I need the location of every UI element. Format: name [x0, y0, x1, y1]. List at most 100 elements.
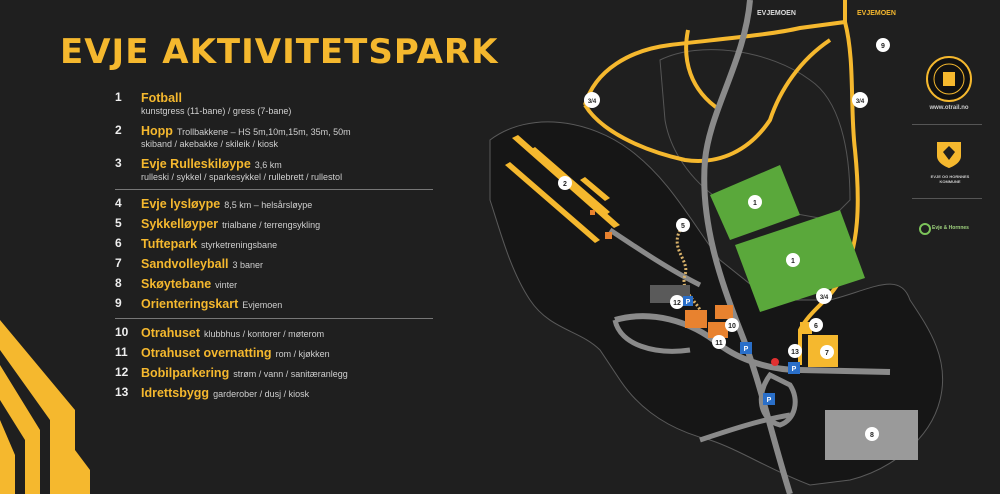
loop-road	[612, 319, 691, 354]
parking-icon: P	[740, 342, 752, 354]
trail-marker-3-4: 3/4	[852, 92, 868, 108]
parking-icon: P	[763, 393, 775, 405]
main-road	[701, 0, 793, 494]
parking-label: P	[686, 299, 691, 306]
legend-description: 8,5 km – helsårsløype	[224, 200, 313, 210]
marker-number: 6	[814, 323, 818, 330]
legend-name: Fotball	[141, 91, 182, 105]
marker-number: 13	[791, 349, 799, 356]
road-label-evjemoen: EVJEMOEN	[857, 10, 896, 17]
marker-number: 9	[881, 43, 885, 50]
trail-marker-label: 3/4	[820, 295, 829, 301]
marker-1: 1	[748, 195, 762, 209]
legend-number: 6	[115, 236, 122, 250]
legend-name: Sykkelløyper	[141, 217, 219, 231]
legend-number: 9	[115, 296, 122, 310]
partner-logo-icon	[919, 223, 931, 235]
football-field-7	[735, 210, 865, 312]
trail-marker-label: 3/4	[856, 99, 865, 105]
legend-divider	[115, 318, 433, 319]
info-point	[771, 358, 779, 366]
parking-loop	[758, 371, 798, 428]
marker-10: 10	[725, 318, 739, 332]
trail-marker-label: 3/4	[588, 99, 597, 105]
otrahuset-building	[685, 305, 733, 338]
marker-8: 8	[865, 427, 879, 441]
marker-number: 12	[673, 300, 681, 307]
legend-number: 12	[115, 365, 129, 379]
marker-number: 10	[728, 323, 736, 330]
legend-name: Sandvolleyball	[141, 257, 229, 271]
partner-name: Evje & Hornnes	[932, 225, 969, 231]
trail-marker-3-4: 3/4	[584, 92, 600, 108]
legend-name: Skøytebane	[141, 277, 212, 291]
parking-icon: P	[788, 362, 800, 374]
legend-description: Evjemoen	[242, 300, 283, 310]
club-logo-icon	[926, 56, 972, 102]
legend-description: 3,6 km	[254, 160, 282, 170]
marker-5: 5	[676, 218, 690, 232]
marker-number: 5	[681, 223, 685, 230]
legend-name: Tuftepark	[141, 237, 198, 251]
marker-12: 12	[670, 295, 684, 309]
legend-number: 3	[115, 156, 122, 170]
marker-7: 7	[820, 345, 834, 359]
legend-number: 1	[115, 90, 122, 104]
marker-number: 1	[791, 258, 795, 265]
sidebar-divider	[912, 124, 982, 125]
marker-1: 1	[786, 253, 800, 267]
forest-outline	[659, 49, 851, 221]
legend-number: 11	[115, 345, 128, 359]
marker-2: 2	[558, 176, 572, 190]
legend-subtext: kunstgress (11-bane) / gress (7-bane)	[141, 106, 292, 116]
legend-name: Bobilparkering	[141, 366, 230, 380]
marker-number: 7	[825, 350, 829, 357]
legend-number: 5	[115, 216, 122, 230]
marker-number: 2	[563, 181, 567, 188]
jump-hut	[605, 232, 612, 239]
legend-name: Idrettsbygg	[141, 386, 210, 400]
legend-name: Evje lysløype	[141, 197, 221, 211]
parking-label: P	[744, 346, 749, 353]
legend-subtext: rulleski / sykkel / sparkesykkel / rulle…	[141, 172, 343, 182]
legend-description: 3 baner	[232, 260, 264, 270]
road-label-evjemoen: EVJEMOEN	[757, 10, 796, 17]
legend-number: 7	[115, 256, 122, 270]
legend-divider	[115, 189, 433, 190]
legend-number: 8	[115, 276, 122, 290]
website-text: www.otrail.no	[929, 105, 969, 111]
legend-name: Evje Rulleskiløype	[141, 157, 251, 171]
marker-9: 9	[876, 38, 890, 52]
lower-road	[699, 412, 791, 443]
legend-description: Trollbakkene – HS 5m,10m,15m, 35m, 50m	[176, 127, 351, 137]
jump-hut	[590, 210, 595, 215]
legend-number: 4	[115, 196, 122, 210]
marker-13: 13	[788, 344, 802, 358]
legend-name: Hopp	[141, 124, 173, 138]
municipality-crest-icon	[937, 142, 961, 168]
marker-number: 8	[870, 432, 874, 439]
legend-subtext: skiband / akebakke / skileik / kiosk	[141, 139, 279, 149]
access-road	[608, 227, 702, 288]
legend-number: 10	[115, 325, 129, 339]
park-map: 1 1 2 5 6 7 8 9 10 11 12 13 3/4 3/4 3/4 …	[489, 0, 944, 494]
legend-description: garderober / dusj / kiosk	[213, 389, 310, 399]
parking-label: P	[767, 397, 772, 404]
legend-name: Orienteringskart	[141, 297, 239, 311]
legend-name: Otrahuset	[141, 326, 201, 340]
legend-number: 13	[115, 385, 129, 399]
